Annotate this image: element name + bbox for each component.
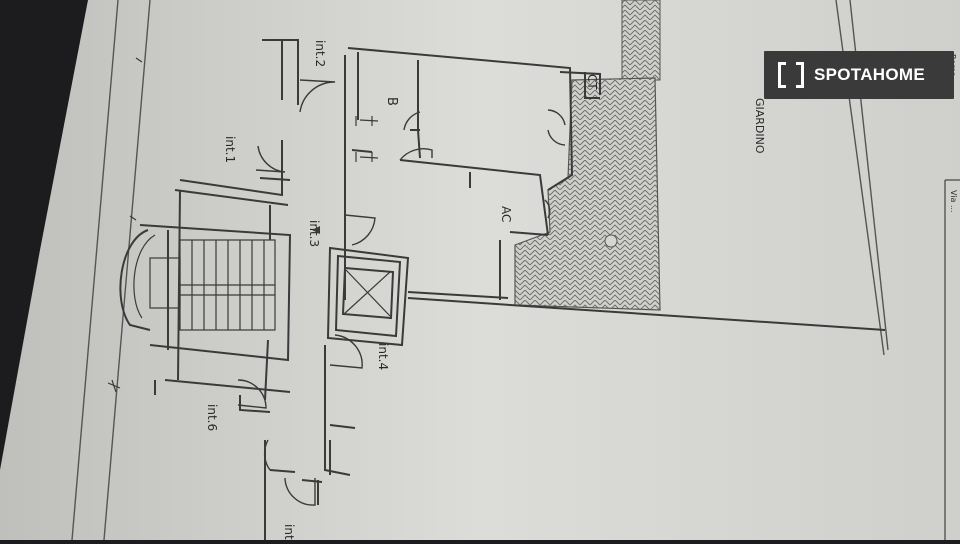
watermark-brand-text: SPOTAHOME [814, 65, 926, 84]
label-b: B [384, 97, 399, 106]
label-int3: int.3 [307, 220, 321, 247]
walls [139, 39, 886, 540]
stair-arrow-icon [312, 226, 320, 234]
label-int4: int.4 [376, 343, 390, 370]
label-ct: CT [585, 74, 599, 90]
label-int-partial: int [282, 524, 296, 540]
door-swings [237, 79, 566, 506]
label-int2: int.2 [313, 40, 327, 67]
label-giardino: GIARDINO [753, 98, 766, 154]
label-edge-text: Via ... [949, 190, 958, 213]
label-int6: int.6 [205, 404, 219, 431]
tick-marks [107, 57, 379, 393]
bracket-logo-icon [778, 62, 804, 88]
staircase [119, 229, 276, 331]
label-int1: int.1 [223, 136, 237, 163]
label-ac: AC [499, 206, 513, 222]
spotahome-watermark: SPOTAHOME [764, 51, 954, 99]
